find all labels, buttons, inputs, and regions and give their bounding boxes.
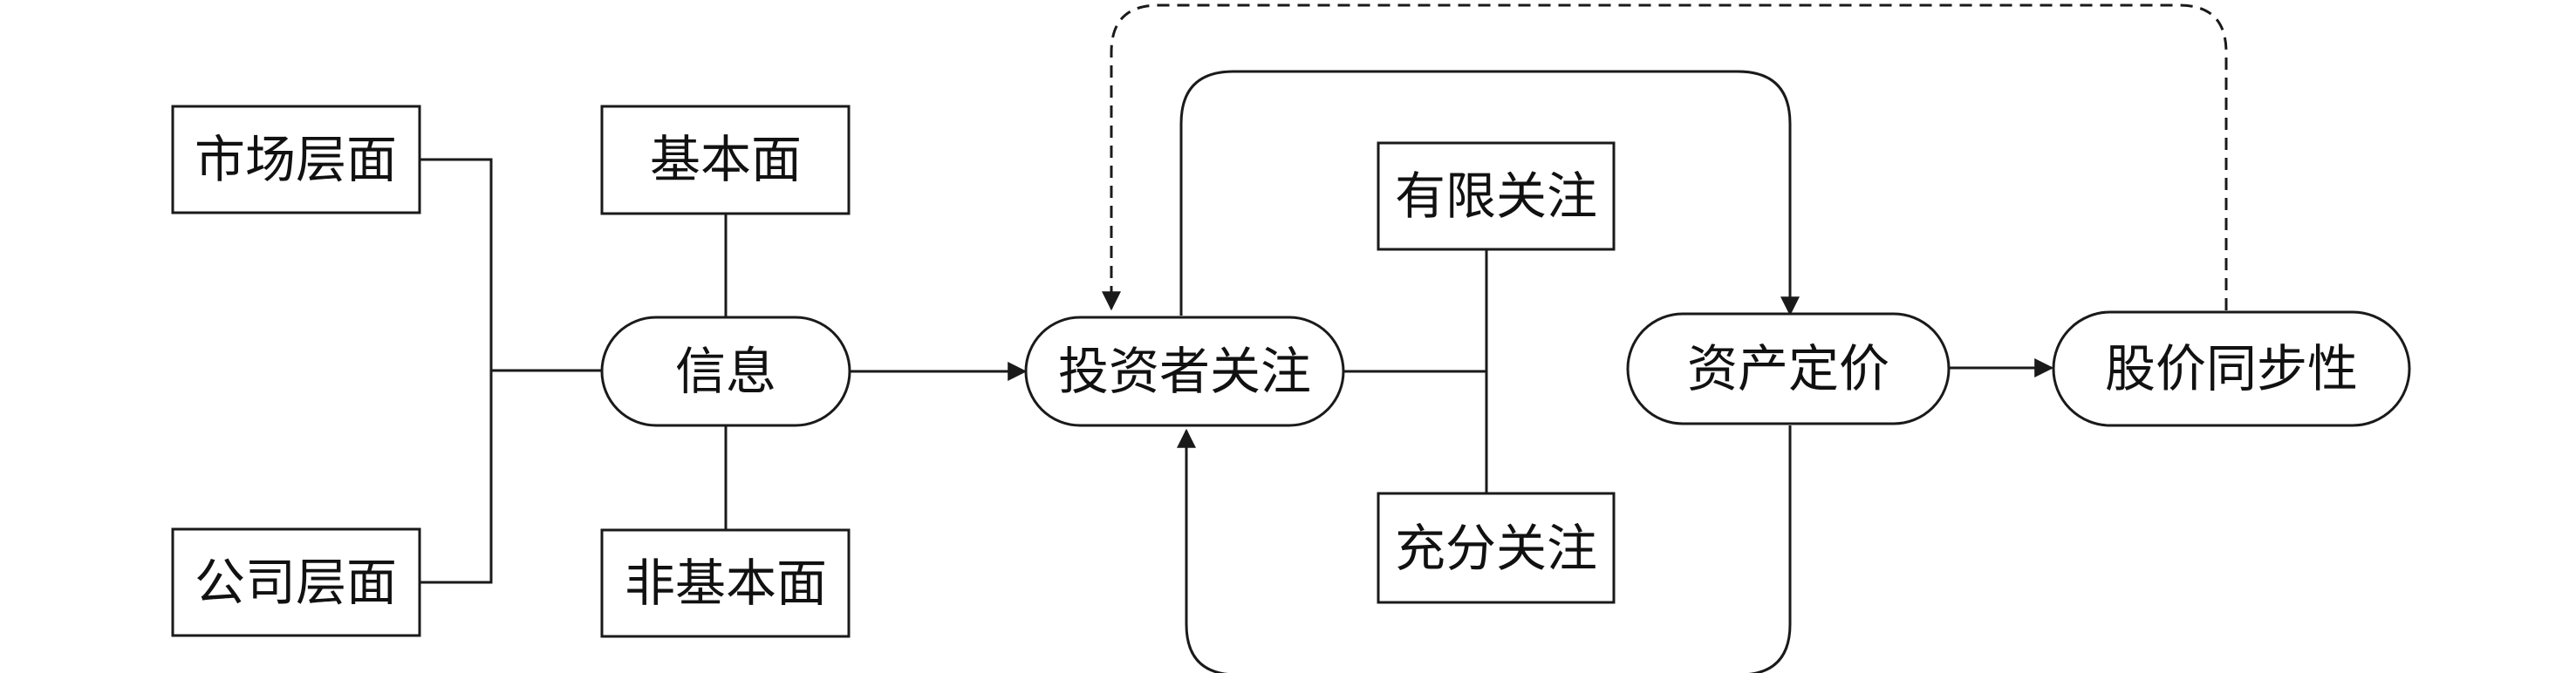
full-attention-label: 充分关注: [1395, 519, 1597, 578]
fundamental-box: 基本面: [600, 105, 851, 215]
level-bracket-connector: [420, 158, 602, 584]
feedback-dashed-connector: [1102, 3, 2228, 311]
non-fundamental-box: 非基本面: [600, 528, 851, 638]
company-level-label: 公司层面: [195, 553, 397, 612]
bottom-loop-connector: [1177, 425, 1792, 673]
top-loop-connector: [1179, 70, 1800, 316]
investor-attention-label: 投资者关注: [1058, 342, 1311, 401]
company-level-box: 公司层面: [171, 527, 421, 637]
stock-synchronicity-label: 股价同步性: [2105, 339, 2358, 398]
asset-pricing-label: 资产定价: [1687, 339, 1889, 398]
market-level-label: 市场层面: [195, 130, 397, 189]
information-node: 信息: [600, 316, 851, 427]
fundamental-label: 基本面: [650, 130, 802, 189]
full-attention-box: 充分关注: [1377, 492, 1616, 604]
attention-branch-connector: [1343, 249, 1488, 493]
market-level-box: 市场层面: [171, 105, 421, 214]
limited-attention-label: 有限关注: [1395, 167, 1597, 226]
investor-attention-node: 投资者关注: [1024, 316, 1345, 427]
asset-pricing-node: 资产定价: [1626, 312, 1951, 425]
non-fundamental-label: 非基本面: [625, 554, 827, 613]
stock-synchronicity-node: 股价同步性: [2052, 310, 2411, 427]
information-label: 信息: [675, 342, 776, 401]
limited-attention-box: 有限关注: [1377, 141, 1616, 251]
